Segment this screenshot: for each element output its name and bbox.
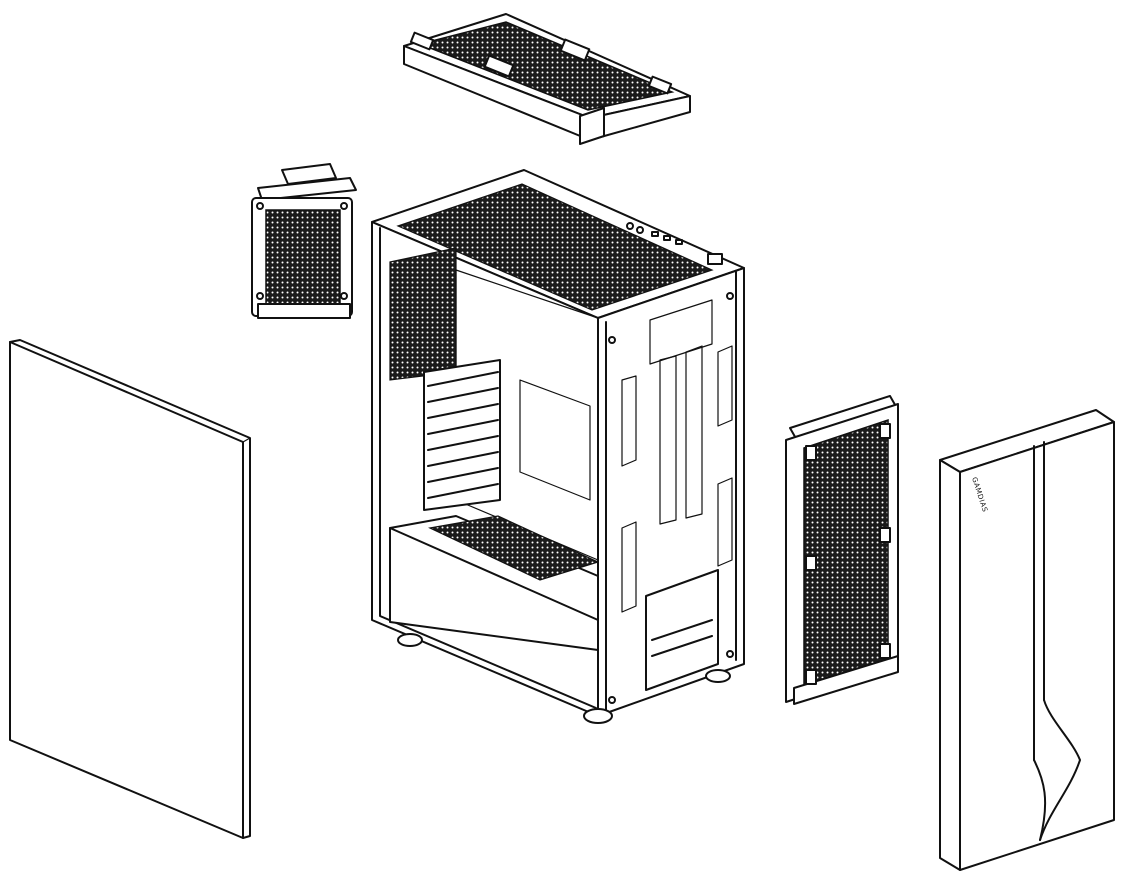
io-buttons — [626, 222, 723, 265]
side-panel — [9, 339, 251, 839]
pci-slots — [423, 359, 501, 511]
radiator-240-front — [785, 395, 899, 705]
front-panel: GAMDIAS — [939, 409, 1115, 871]
radiator-120 — [251, 163, 357, 319]
radiator-240-top — [403, 13, 691, 145]
pc-case — [371, 169, 745, 724]
